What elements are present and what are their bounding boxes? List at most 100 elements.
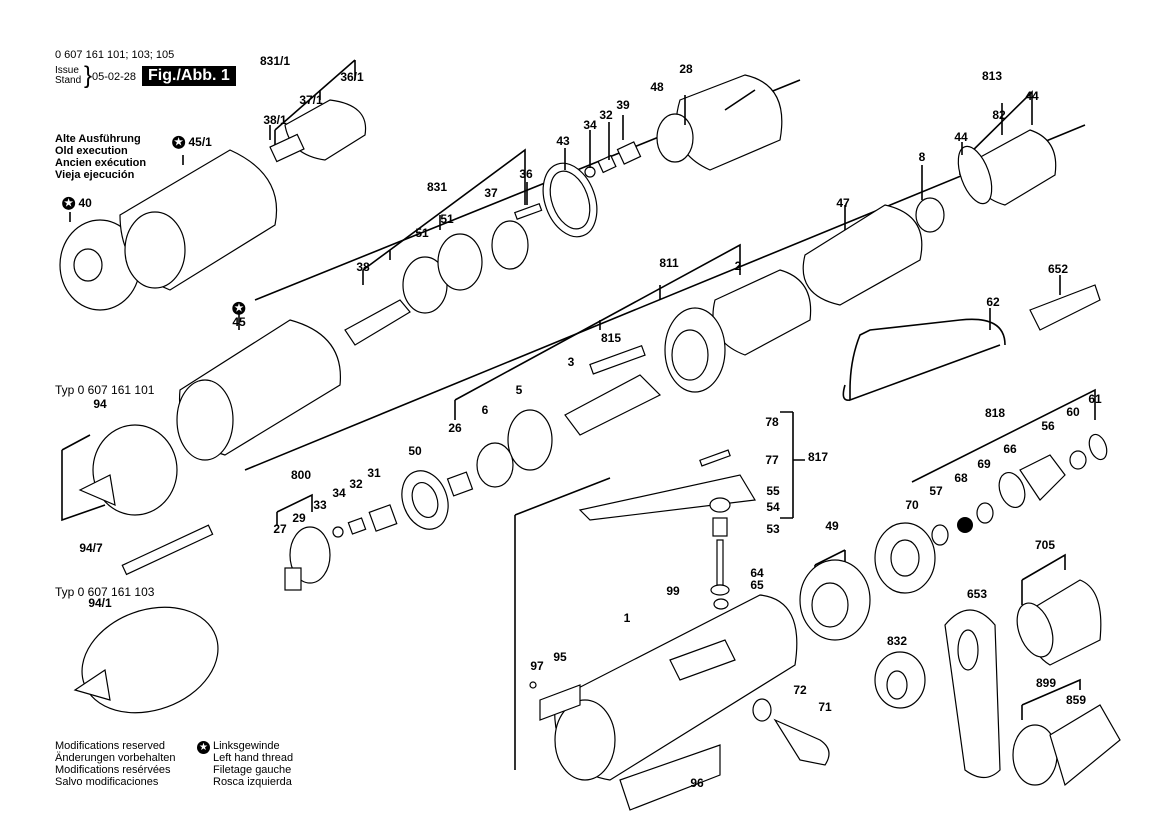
label-96: 96	[690, 776, 704, 790]
label-45: ★45	[232, 301, 246, 329]
part-39-gear	[616, 141, 642, 165]
label-78: 78	[765, 415, 779, 429]
part-56-valve	[1019, 454, 1066, 501]
part-28-housing	[675, 74, 783, 171]
label-26: 26	[448, 421, 462, 435]
label-38-1: 38/1	[263, 113, 287, 127]
part-34-washer	[584, 166, 596, 178]
label-70: 70	[905, 498, 919, 512]
note-line-en: Old execution	[55, 145, 128, 157]
part-32-bushing	[597, 154, 617, 174]
label-36: 36	[519, 167, 533, 181]
part-899-hose	[1049, 704, 1121, 787]
mod-line-es: Salvo modificaciones	[55, 776, 159, 788]
part-6-bearing	[476, 442, 514, 488]
label-50: 50	[408, 444, 422, 458]
part-57-washer	[931, 524, 949, 546]
bracket-818	[911, 388, 1096, 483]
label-800: 800	[290, 468, 312, 482]
part-26-gear	[446, 471, 474, 497]
part-1-face	[554, 699, 616, 781]
label-44-left: 44	[954, 130, 968, 144]
brace: }	[84, 62, 93, 89]
bracket-817	[780, 411, 805, 519]
label-34-lower: 34	[332, 486, 346, 500]
part-38-shaft	[344, 299, 411, 346]
part-51-bearing-b	[437, 233, 483, 291]
part-95-plate	[539, 684, 581, 721]
label-56: 56	[1041, 419, 1055, 433]
label-97: 97	[530, 659, 544, 673]
part-49-seals-inner	[811, 582, 849, 628]
note-line-fr: Ancien exécution	[55, 157, 147, 169]
bracket-831	[362, 148, 526, 285]
label-71: 71	[818, 700, 832, 714]
part-62-wire	[842, 318, 1006, 402]
part-5-cylinder	[507, 409, 553, 471]
label-817: 817	[807, 450, 829, 464]
part-2-rotor-gear-inner	[671, 329, 709, 381]
label-72: 72	[793, 683, 807, 697]
lh-line-de: Linksgewinde	[213, 740, 280, 752]
part-96-label	[619, 744, 721, 811]
label-2: 2	[734, 259, 742, 273]
part-36-pin	[513, 202, 543, 220]
part-77-lever	[578, 474, 756, 521]
mod-line-de: Modifications reserved	[55, 740, 166, 752]
part-32-bushing-lower	[347, 517, 367, 535]
part-61-oring	[1088, 433, 1108, 461]
star-circle-icon: ★	[197, 739, 210, 757]
left-hand-thread-note: Linksgewinde Left hand thread Filetage g…	[213, 740, 293, 788]
label-3: 3	[567, 355, 575, 369]
label-45-1: ★ 45/1	[172, 135, 212, 150]
part-37-plate	[491, 220, 529, 270]
part-43-ring-inner	[549, 170, 591, 230]
bracket-899	[1021, 678, 1081, 720]
label-37-1: 37/1	[299, 93, 323, 107]
part-3-rotor	[564, 374, 662, 436]
modifications-note: Modifications reserved Änderungen vorbeh…	[55, 740, 175, 788]
note-line-es: Vieja ejecución	[55, 169, 135, 181]
label-653: 653	[966, 587, 988, 601]
star-circle-icon: ★	[172, 136, 186, 150]
label-6: 6	[481, 403, 489, 417]
part-72-oring	[752, 698, 772, 722]
label-48: 48	[650, 80, 664, 94]
label-1: 1	[623, 611, 631, 625]
label-813: 813	[981, 69, 1003, 83]
label-34-upper: 34	[583, 118, 597, 132]
label-831: 831	[426, 180, 448, 194]
label-811: 811	[659, 256, 679, 270]
label-36-1: 36/1	[340, 70, 364, 84]
part-48-ring	[656, 113, 694, 163]
label-82: 82	[992, 108, 1006, 122]
part-8-bearing	[915, 197, 945, 233]
label-64: 64	[750, 566, 764, 580]
label-95: 95	[553, 650, 567, 664]
part-97-rivet	[529, 681, 537, 689]
label-31: 31	[367, 466, 381, 480]
part-55-cap	[709, 497, 731, 513]
part-64-washer	[710, 584, 730, 596]
label-815: 815	[600, 331, 622, 345]
part-44-oring	[957, 145, 993, 205]
label-899: 899	[1035, 676, 1057, 690]
label-68: 68	[954, 471, 968, 485]
bracket-800	[276, 493, 313, 525]
lh-line-en: Left hand thread	[213, 752, 294, 764]
label-40: ★ 40	[62, 196, 92, 211]
label-99: 99	[666, 584, 680, 598]
label-66: 66	[1003, 442, 1017, 456]
label-55: 55	[766, 484, 780, 498]
label-94-7: 94/7	[79, 541, 103, 555]
label-43: 43	[556, 134, 570, 148]
label-60: 60	[1066, 405, 1080, 419]
part-2-cylinder	[712, 269, 812, 356]
part-65-oring	[713, 598, 729, 610]
lh-line-fr: Filetage gauche	[213, 764, 292, 776]
label-57: 57	[929, 484, 943, 498]
label-62: 62	[986, 295, 1000, 309]
part-70-ring-inner	[890, 539, 920, 577]
part-899-coupling	[1012, 724, 1058, 786]
